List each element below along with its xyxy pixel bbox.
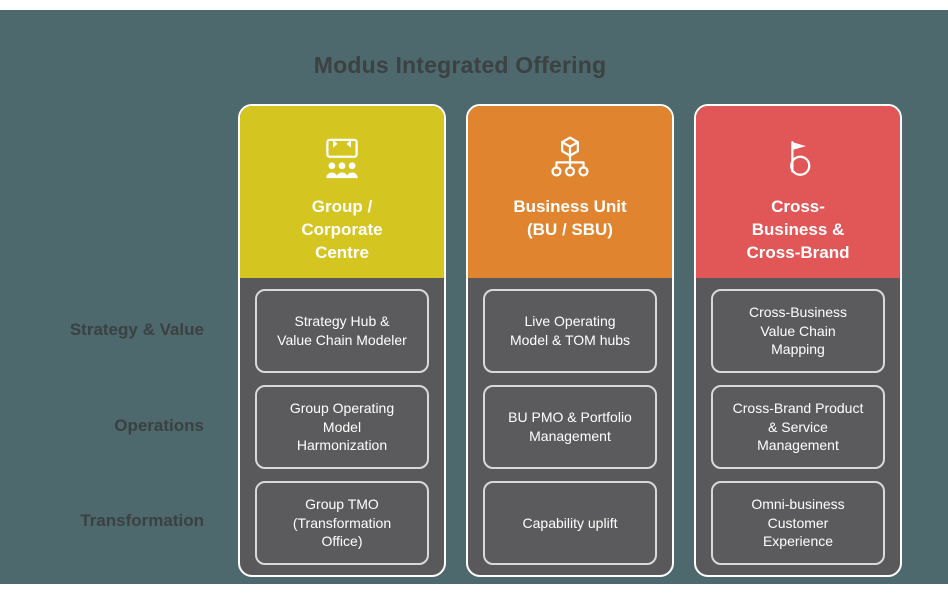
column-business-unit: Business Unit (BU / SBU) Live Operating … [466,104,674,577]
row-label-operations: Operations [114,416,204,435]
network-cube-icon [543,130,597,188]
column-title: Cross- Business & Cross-Brand [746,197,850,262]
column-header: Cross- Business & Cross-Brand [696,106,900,278]
row-label-strategy-value: Strategy & Value [69,320,204,339]
offering-cell: Omni-business Customer Experience [711,481,885,565]
column-header: Business Unit (BU / SBU) [468,106,672,278]
column-body: Live Operating Model & TOM hubs BU PMO &… [468,278,672,565]
top-margin [0,0,948,10]
offering-cell: Capability uplift [483,481,657,565]
column-cross-business-brand: Cross- Business & Cross-Brand Cross-Busi… [694,104,902,577]
column-title: Business Unit (BU / SBU) [513,197,627,239]
row-label-transformation: Transformation [80,511,204,530]
column-title: Group / Corporate Centre [301,197,383,262]
brand-flag-icon [771,130,825,188]
column-body: Cross-Business Value Chain Mapping Cross… [696,278,900,565]
offering-cell: Group TMO (Transformation Office) [255,481,429,565]
offering-cell: Cross-Business Value Chain Mapping [711,289,885,373]
bottom-margin [0,584,948,597]
column-header: Group / Corporate Centre [240,106,444,278]
page-title: Modus Integrated Offering [313,52,607,78]
offering-cell: Cross-Brand Product & Service Management [711,385,885,469]
offering-cell: Live Operating Model & TOM hubs [483,289,657,373]
offering-cell: Strategy Hub & Value Chain Modeler [255,289,429,373]
column-group-corporate-centre: Group / Corporate Centre Strategy Hub & … [238,104,446,577]
team-presentation-icon [315,130,369,188]
offering-cell: Group Operating Model Harmonization [255,385,429,469]
offering-cell: BU PMO & Portfolio Management [483,385,657,469]
column-body: Strategy Hub & Value Chain Modeler Group… [240,278,444,565]
